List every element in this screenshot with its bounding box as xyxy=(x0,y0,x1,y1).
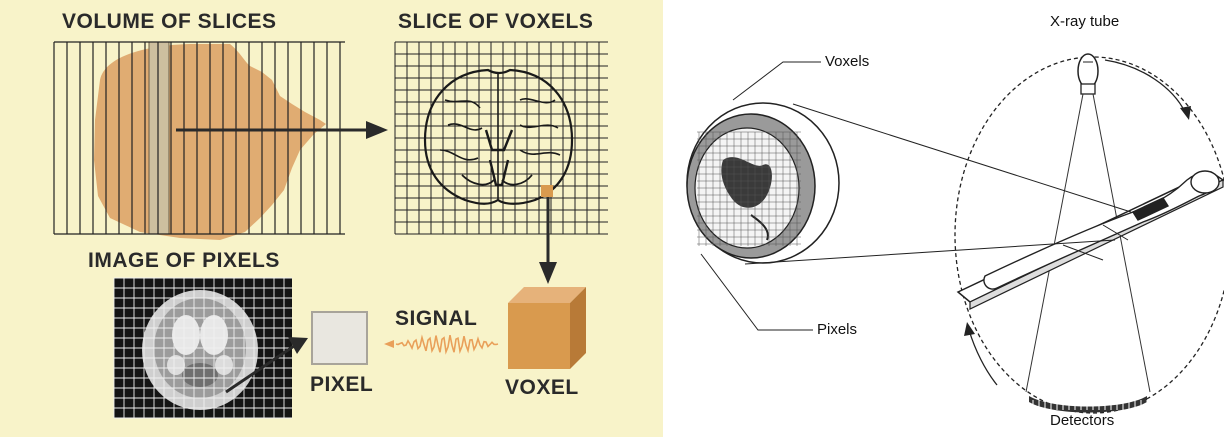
title-volume-of-slices: VOLUME OF SLICES xyxy=(62,10,277,34)
label-pixel: PIXEL xyxy=(310,373,373,397)
xray-tube xyxy=(1078,54,1098,94)
left-panel: VOLUME OF SLICES SLICE OF VOXELS IMAGE O… xyxy=(0,0,663,437)
slice-voxel-highlight xyxy=(541,185,553,197)
right-diagram xyxy=(663,0,1224,437)
pixel-square xyxy=(312,312,367,364)
title-image-of-pixels: IMAGE OF PIXELS xyxy=(88,249,280,273)
label-pixels: Pixels xyxy=(817,321,857,338)
label-xray-tube: X-ray tube xyxy=(1050,13,1119,30)
voxel-cube xyxy=(508,287,586,369)
slice-voxel-grid xyxy=(395,42,608,234)
title-slice-of-voxels: SLICE OF VOXELS xyxy=(398,10,593,34)
right-panel: X-ray tube Voxels Pixels Detectors xyxy=(663,0,1224,437)
cross-section-slice xyxy=(687,103,839,263)
patient-body xyxy=(984,171,1219,289)
label-voxels: Voxels xyxy=(825,53,869,70)
label-signal: SIGNAL xyxy=(395,307,477,331)
label-voxel: VOXEL xyxy=(505,376,579,400)
label-detectors: Detectors xyxy=(1050,412,1114,429)
left-diagram xyxy=(0,0,663,437)
signal-wave xyxy=(384,335,498,352)
highlighted-slice xyxy=(149,42,169,234)
rotation-arrow-top xyxy=(1105,60,1185,112)
